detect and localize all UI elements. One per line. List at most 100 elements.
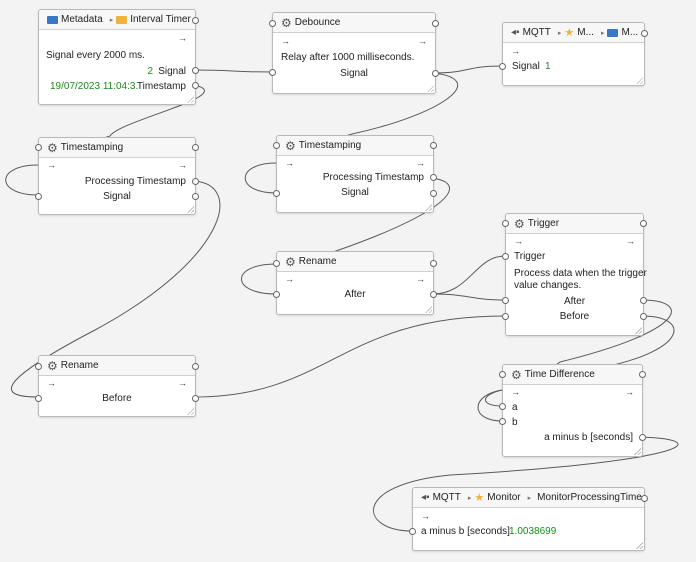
node-header[interactable]: ⚙ Timestamping: [277, 136, 433, 156]
breadcrumb-mqtt[interactable]: MQTT: [432, 492, 461, 503]
output-port[interactable]: [641, 495, 648, 502]
resize-handle[interactable]: [187, 206, 194, 213]
after-input-port[interactable]: [273, 291, 280, 298]
timestamping-node[interactable]: ⚙ Timestamping → → Processing Timestamp …: [35, 137, 199, 215]
node-title[interactable]: Rename: [298, 256, 337, 267]
node-title[interactable]: Timestamping: [60, 142, 124, 153]
signal-value: 1: [545, 61, 551, 72]
resize-handle[interactable]: [187, 408, 194, 415]
mqtt-output-node[interactable]: ◂▪ MQTT ▸ ★ M... ▸ M... → Signal 1: [499, 22, 648, 86]
signal-output-port[interactable]: [192, 193, 199, 200]
gear-icon: ⚙: [285, 254, 296, 269]
output-port[interactable]: [430, 260, 437, 267]
node-header[interactable]: ◂▪ MQTT ▸ ★ Monitor ▸ MonitorProcessingT…: [413, 488, 644, 508]
rename-node[interactable]: ⚙ Rename → → After: [273, 251, 437, 315]
signal-output-port[interactable]: [430, 190, 437, 197]
input-port[interactable]: [499, 371, 506, 378]
input-label: a minus b [seconds]: [421, 526, 510, 537]
node-header[interactable]: ◂▪ MQTT ▸ ★ M... ▸ M...: [503, 23, 644, 43]
node-title[interactable]: M...: [621, 27, 639, 38]
node-header[interactable]: ⚙ Trigger: [506, 214, 643, 234]
node-title[interactable]: Interval Timer: [130, 14, 191, 25]
breadcrumb-mqtt[interactable]: MQTT: [522, 27, 551, 38]
arrow-icon: →: [281, 36, 290, 46]
after-input-port[interactable]: [502, 297, 509, 304]
output-port[interactable]: [640, 220, 647, 227]
folder-icon: [116, 15, 128, 24]
input-b-port[interactable]: [499, 418, 506, 425]
trigger-node[interactable]: ⚙ Trigger → → Trigger Process data when …: [502, 213, 647, 336]
breadcrumb-monitor[interactable]: Monitor: [487, 492, 521, 503]
output-port[interactable]: [641, 30, 648, 37]
signal-output-port[interactable]: [192, 67, 199, 74]
signal-input-port[interactable]: [499, 63, 506, 70]
node-description: value changes.: [514, 280, 582, 291]
signal-input-port[interactable]: [269, 69, 276, 76]
resize-handle[interactable]: [636, 77, 643, 84]
wire: [485, 389, 503, 407]
resize-handle[interactable]: [636, 542, 643, 549]
arrow-icon: →: [418, 36, 427, 46]
input-port[interactable]: [269, 20, 276, 27]
node-header[interactable]: Metadata ▸ Interval Timer: [39, 10, 195, 30]
node-header[interactable]: ⚙ Rename: [277, 252, 433, 272]
input-port[interactable]: [273, 142, 280, 149]
resize-handle[interactable]: [425, 204, 432, 211]
after-output-port[interactable]: [640, 297, 647, 304]
plug-icon: ◂▪: [421, 492, 430, 503]
node-title[interactable]: MonitorProcessingTime: [537, 492, 642, 503]
before-input-port[interactable]: [502, 313, 509, 320]
input-port[interactable]: [35, 363, 42, 370]
resize-handle[interactable]: [187, 96, 194, 103]
signal-input-port[interactable]: [35, 193, 42, 200]
breadcrumb-metadata[interactable]: Metadata: [61, 14, 103, 25]
output-port[interactable]: [192, 144, 199, 151]
processing-timestamp-port[interactable]: [430, 174, 437, 181]
output-port[interactable]: [432, 20, 439, 27]
node-title[interactable]: Debounce: [294, 17, 341, 28]
trigger-input-port[interactable]: [502, 253, 509, 260]
node-title[interactable]: Timestamping: [298, 140, 362, 151]
resize-handle[interactable]: [427, 85, 434, 92]
resize-handle[interactable]: [425, 306, 432, 313]
before-input-port[interactable]: [35, 395, 42, 402]
before-output-port[interactable]: [192, 395, 199, 402]
output-port[interactable]: [192, 363, 199, 370]
node-title[interactable]: Rename: [60, 360, 99, 371]
signal-output-port[interactable]: [432, 70, 439, 77]
before-output-port[interactable]: [640, 313, 647, 320]
breadcrumb-item[interactable]: M...: [577, 27, 594, 38]
node-header[interactable]: ⚙ Timestamping: [39, 138, 195, 158]
input-port[interactable]: [502, 220, 509, 227]
input-port[interactable]: [35, 144, 42, 151]
after-output-port[interactable]: [430, 291, 437, 298]
processing-timestamp-port[interactable]: [192, 178, 199, 185]
timestamp-output-port[interactable]: [192, 82, 199, 89]
node-description: Process data when the trigger: [514, 268, 647, 279]
time-difference-node[interactable]: ⚙ Time Difference → → a b a minus b [sec…: [499, 364, 646, 457]
node-header[interactable]: ⚙ Debounce: [273, 13, 435, 33]
mqtt-monitor-node[interactable]: ◂▪ MQTT ▸ ★ Monitor ▸ MonitorProcessingT…: [409, 487, 648, 551]
output-port[interactable]: [192, 17, 199, 24]
input-a-port[interactable]: [499, 403, 506, 410]
node-header[interactable]: ⚙ Time Difference: [503, 365, 642, 385]
output-port[interactable]: [639, 371, 646, 378]
arrow-icon: →: [421, 511, 430, 521]
node-title[interactable]: Trigger: [527, 218, 560, 229]
resize-handle[interactable]: [635, 327, 642, 334]
debounce-node[interactable]: ⚙ Debounce → → Relay after 1000 millisec…: [269, 12, 439, 94]
input-port[interactable]: [273, 260, 280, 267]
rename-node[interactable]: ⚙ Rename → → Before: [35, 355, 199, 417]
interval-timer-node[interactable]: Metadata ▸ Interval Timer → Signal every…: [38, 9, 199, 105]
node-title[interactable]: Time Difference: [524, 369, 595, 380]
node-header[interactable]: ⚙ Rename: [39, 356, 195, 376]
output-port[interactable]: [430, 142, 437, 149]
gear-icon: ⚙: [47, 358, 58, 373]
before-label: Before: [559, 311, 590, 322]
timestamping-node[interactable]: ⚙ Timestamping → → Processing Timestamp …: [273, 135, 437, 213]
signal-input-port[interactable]: [273, 190, 280, 197]
resize-handle[interactable]: [634, 448, 641, 455]
difference-output-port[interactable]: [639, 434, 646, 441]
arrow-icon: →: [625, 387, 634, 397]
input-port[interactable]: [409, 528, 416, 535]
